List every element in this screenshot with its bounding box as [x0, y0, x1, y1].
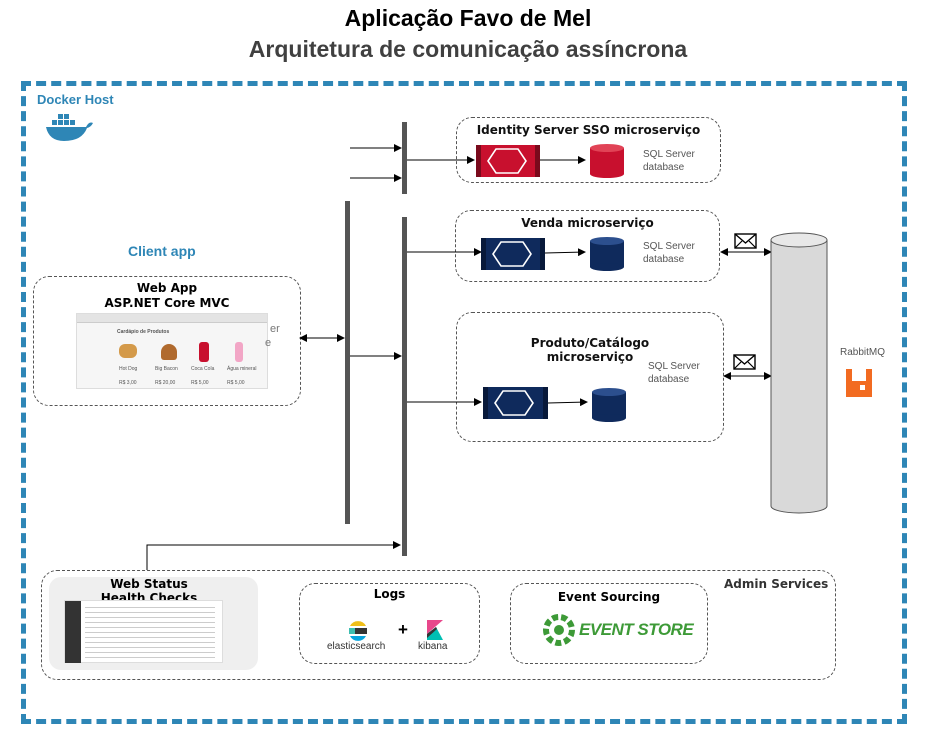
- page-title: Aplicação Favo de Mel: [344, 5, 592, 31]
- client-app-label: Client app: [128, 243, 196, 259]
- product-image-hotdog: [119, 344, 137, 358]
- identity-service-title: Identity Server SSO microserviço: [476, 123, 701, 137]
- venda-service-box: [455, 210, 720, 282]
- product-image-burger: [161, 344, 177, 360]
- produto-db-label: SQL Server database: [648, 360, 700, 386]
- product-name: Coca Cola: [191, 366, 215, 372]
- product-name: Água mineral: [227, 366, 257, 372]
- docker-host-label: Docker Host: [37, 92, 114, 107]
- produto-title-line2: microserviço: [546, 350, 634, 364]
- event-store-wordmark: EVENT STORE: [579, 620, 694, 639]
- health-sidebar: [65, 601, 81, 663]
- stray-text: er: [270, 323, 280, 335]
- db-label-line1: SQL Server: [648, 361, 700, 372]
- db-label-line2: database: [648, 374, 690, 385]
- browser-bar: [77, 314, 267, 323]
- web-app-title: Web App ASP.NET Core MVC: [33, 281, 301, 311]
- stray-text: e: [265, 337, 272, 349]
- admin-services-label: Admin Services: [724, 577, 829, 591]
- event-sourcing-title: Event Sourcing: [557, 590, 661, 604]
- db-label-line2: database: [643, 254, 685, 265]
- product-name: Hot Dog: [119, 366, 138, 372]
- venda-db-label: SQL Server database: [643, 240, 695, 266]
- rabbitmq-label: RabbitMQ: [840, 347, 886, 358]
- event-sourcing-box: [510, 583, 708, 664]
- health-rows: [85, 607, 215, 608]
- product-name: Big Bacon: [155, 366, 178, 372]
- web-app-title-line2: ASP.NET Core MVC: [104, 296, 230, 310]
- web-app-screenshot: Cardápio de Produtos Hot Dog Big Bacon C…: [76, 313, 268, 389]
- event-store-logo-icon: [543, 614, 575, 646]
- docker-host-frame: [21, 81, 907, 724]
- kibana-label: kibana: [418, 641, 448, 652]
- produto-title-line1: Produto/Catálogo: [530, 336, 650, 350]
- docker-whale-icon: [46, 114, 93, 141]
- identity-service-box: [456, 117, 721, 183]
- logs-box: [299, 583, 480, 664]
- identity-db-label: SQL Server database: [643, 148, 695, 174]
- product-price: R$ 5,00: [191, 380, 209, 386]
- product-price: R$ 5,00: [227, 380, 245, 386]
- venda-service-title: Venda microserviço: [521, 216, 654, 230]
- health-checks-screenshot: [64, 600, 223, 663]
- kibana-icon: [427, 620, 443, 640]
- admin-services-box: [41, 570, 836, 680]
- product-price: R$ 20,00: [155, 380, 176, 386]
- product-image-coke: [199, 342, 209, 362]
- event-bus-subtitle: (Publish/Subscribe Channel): [777, 275, 794, 479]
- elasticsearch-icon: [349, 621, 367, 641]
- event-bus-sub-text: (Publish/Subscribe Channel): [776, 237, 794, 517]
- web-app-title-line1: Web App: [136, 281, 198, 295]
- logs-title: Logs: [373, 587, 406, 601]
- elasticsearch-label: elasticsearch: [327, 641, 386, 652]
- plus-sign: +: [398, 620, 408, 639]
- db-label-line1: SQL Server: [643, 241, 695, 252]
- db-label-line1: SQL Server: [643, 149, 695, 160]
- product-price: R$ 3,00: [119, 380, 137, 386]
- db-label-line2: database: [643, 162, 685, 173]
- produto-service-title: Produto/Catálogo microserviço: [500, 336, 680, 364]
- menu-heading: Cardápio de Produtos: [117, 329, 170, 335]
- health-title-line1: Web Status: [110, 577, 188, 591]
- product-image-water: [235, 342, 243, 362]
- page-subtitle: Arquitetura de comunicação assíncrona: [248, 36, 688, 62]
